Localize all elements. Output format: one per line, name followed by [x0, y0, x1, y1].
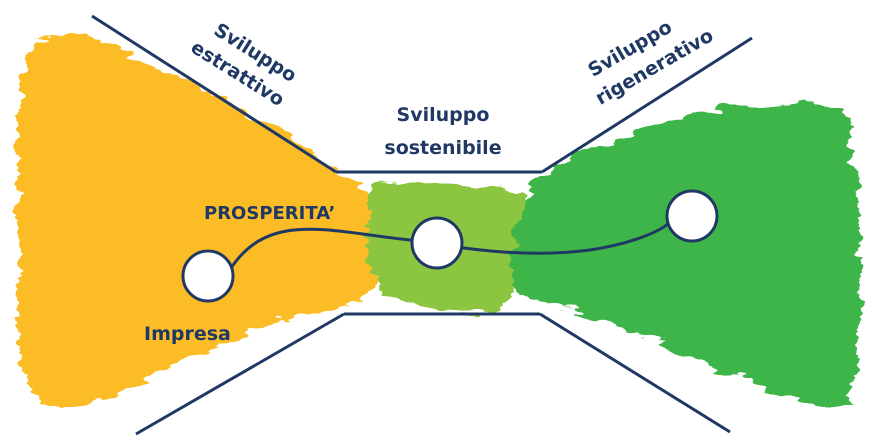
regenerative-paint-area [514, 101, 861, 405]
outline-bottom-left [135, 312, 345, 436]
company-node [181, 249, 235, 303]
outline-top-left [91, 14, 337, 174]
outline-top-right [541, 36, 753, 174]
regenerative-label: Sviluppo rigenerativo [584, 16, 717, 110]
sustainable-label-line2: sostenibile [384, 137, 501, 159]
prosperity-curve [229, 220, 672, 269]
bowtie-outline [91, 14, 753, 436]
regenerative-node [665, 189, 719, 243]
prosperity-label: PROSPERITA’ [204, 203, 335, 224]
sustainable-label-line1: Sviluppo [397, 104, 490, 126]
sustainable-label: Sviluppo sostenibile [384, 104, 501, 159]
sustainable-node [410, 216, 464, 270]
extractive-paint-area [16, 35, 379, 406]
company-label: Impresa [144, 323, 231, 345]
outline-bottom-right [539, 312, 731, 434]
